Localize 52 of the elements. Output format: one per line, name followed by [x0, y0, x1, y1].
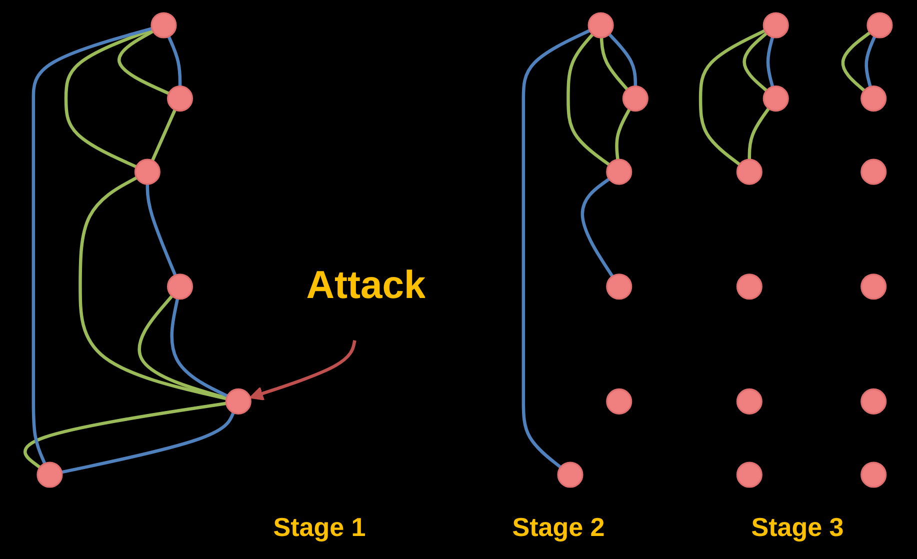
node-circle	[622, 86, 648, 112]
node-circle	[225, 388, 252, 414]
connector	[170, 298, 228, 398]
connector	[608, 33, 638, 86]
node-circle	[762, 86, 789, 112]
node-circle	[736, 388, 762, 414]
connector	[522, 29, 590, 469]
connector	[615, 108, 631, 160]
node-circle	[736, 274, 762, 300]
node-circle	[736, 462, 762, 488]
connector	[32, 26, 152, 464]
connector	[167, 36, 182, 86]
node-circle	[606, 388, 632, 414]
node-circle	[150, 12, 177, 38]
stage-label: Stage 2	[512, 512, 605, 543]
node-circle	[860, 274, 887, 300]
node-circle	[606, 158, 632, 185]
connector	[138, 294, 228, 400]
node-circle	[36, 462, 63, 488]
connector	[742, 32, 768, 92]
connector	[150, 109, 177, 162]
connector	[841, 31, 871, 92]
connector	[118, 30, 170, 95]
node-circle	[134, 158, 160, 185]
node-circle	[166, 274, 194, 300]
node-circle	[860, 86, 887, 112]
node-circle	[860, 462, 887, 488]
node-circle	[860, 388, 887, 414]
node-circle	[606, 274, 632, 300]
arrow	[249, 340, 356, 400]
node-circle	[166, 86, 194, 112]
connector	[64, 28, 153, 168]
connector	[61, 412, 235, 474]
connector	[146, 184, 177, 276]
stage-label: Stage 1	[273, 512, 366, 543]
connector	[24, 402, 227, 469]
connector	[766, 36, 774, 88]
node-circle	[588, 12, 614, 38]
node-text: Attack	[306, 264, 426, 308]
connector	[698, 29, 766, 166]
node-circle	[736, 158, 762, 185]
connector	[566, 33, 610, 166]
connector	[864, 36, 876, 88]
connector	[748, 107, 770, 160]
connector	[78, 176, 227, 400]
node-circle	[557, 462, 584, 488]
connector	[600, 37, 628, 90]
connector	[580, 178, 614, 278]
node-circle	[866, 12, 893, 38]
node-circle	[762, 12, 789, 38]
stage-label: Stage 3	[751, 512, 844, 543]
node-circle	[860, 158, 887, 185]
